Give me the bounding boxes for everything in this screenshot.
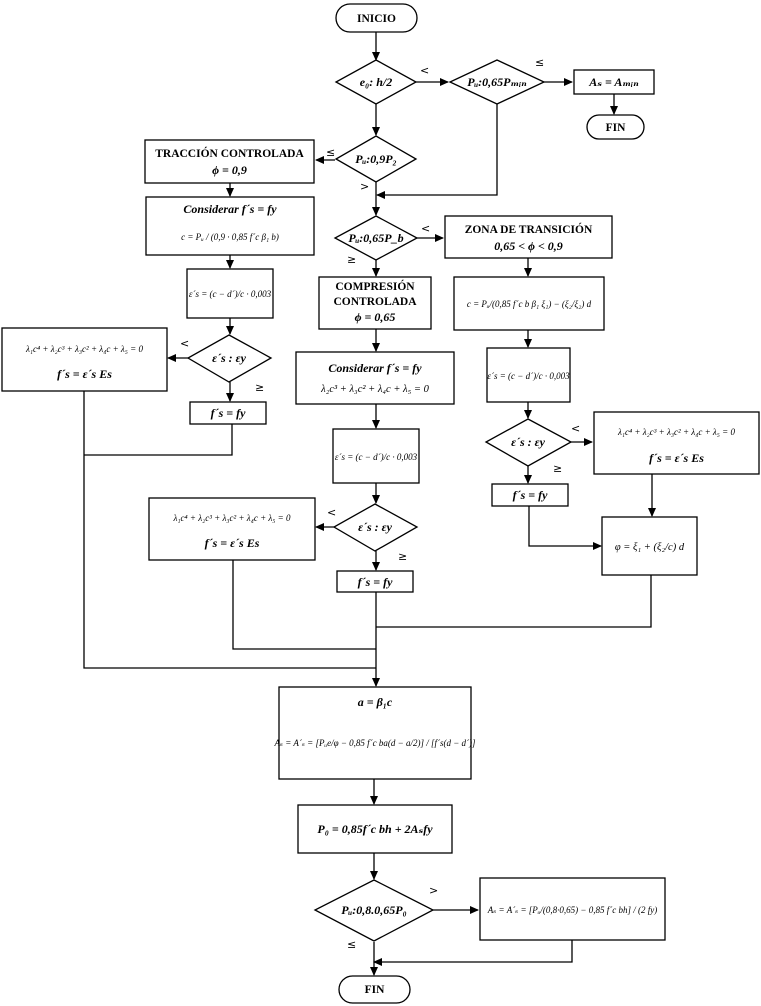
mid-consider-label: Considerar f´s = fy bbox=[328, 361, 422, 375]
decision-left-eps: ε´s : εy bbox=[186, 334, 273, 383]
as-main-formula: Aₛ = A´ₛ = [Pᵤe/φ − 0,85 f´c ba(d − a/2)… bbox=[273, 738, 476, 748]
process-as-main: a = β₁c Aₛ = A´ₛ = [Pᵤe/φ − 0,85 f´c ba(… bbox=[273, 686, 476, 780]
process-transicion: ZONA DE TRANSICIÓN 0,65 < ϕ < 0,9 bbox=[444, 215, 613, 259]
end-node-bottom: FIN bbox=[338, 975, 411, 1004]
right-quartic: λ₁c⁴ + λ₂c³ + λ₃c² + λ₄c + λ₅ = 0 bbox=[617, 427, 736, 437]
label-mid-ge: ≥ bbox=[398, 550, 407, 563]
po-formula: P₀ = 0,85f´c bh + 2Aₛfy bbox=[317, 822, 433, 836]
process-traccion: TRACCIÓN CONTROLADA ϕ = 0,9 bbox=[144, 139, 315, 184]
mid-quartic: λ₁c⁴ + λ₂c³ + λ₃c² + λ₄c + λ₅ = 0 bbox=[172, 513, 291, 523]
left-eps-formula: ε´s = (c − d´)/c · 0,003 bbox=[189, 289, 272, 299]
traccion-phi: ϕ = 0,9 bbox=[212, 163, 247, 177]
start-node: INICIO bbox=[335, 3, 418, 33]
right-fs-fy: f´s = fy bbox=[513, 488, 548, 502]
process-as-final: Aₛ = A´ₛ = [Pᵤ/(0,8·0,65) − 0,85 f´c bh]… bbox=[479, 877, 666, 941]
decision-mid-eps: ε´s : εy bbox=[332, 503, 419, 552]
process-as-amin: Aₛ = Aₘᵢₙ bbox=[573, 69, 655, 95]
decision-pu-p2-label: Pᵤ:0,9P₂ bbox=[355, 152, 396, 166]
left-c-formula: c = Pᵤ / (0,9 · 0,85 f´c β₁ b) bbox=[181, 232, 279, 242]
edge-pmin-join bbox=[376, 104, 498, 199]
label-p2-gt: > bbox=[360, 180, 369, 193]
process-mid-fy: f´s = fy bbox=[336, 570, 414, 593]
edges bbox=[83, 32, 656, 976]
decision-pu-pb-label: Pᵤ:0,65P_b bbox=[348, 231, 403, 245]
decision-eo: e₀: h/2 bbox=[334, 59, 418, 105]
label-pmin-le: ≤ bbox=[535, 56, 544, 69]
mid-fs-fy: f´s = fy bbox=[358, 575, 393, 589]
decision-eo-label: e₀: h/2 bbox=[360, 75, 393, 89]
compresion-line1: COMPRESIÓN bbox=[335, 279, 415, 293]
label-left-ge: ≥ bbox=[255, 381, 264, 394]
label-po-le: ≤ bbox=[347, 938, 356, 951]
compresion-line2: CONTROLADA bbox=[333, 296, 417, 308]
decision-pu-p2: Pᵤ:0,9P₂ bbox=[334, 135, 418, 183]
edge-phi-join bbox=[376, 575, 652, 628]
as-amin-label: Aₛ = Aₘᵢₙ bbox=[588, 75, 639, 89]
decision-left-eps-label: ε´s : εy bbox=[212, 351, 247, 365]
left-quartic: λ₁c⁴ + λ₂c³ + λ₃c² + λ₄c + λ₅ = 0 bbox=[25, 344, 144, 354]
label-eo-lt: < bbox=[420, 64, 429, 77]
label-mid-lt: < bbox=[327, 506, 336, 519]
mid-fs-eps: f´s = ε´s Es bbox=[205, 536, 260, 550]
decision-right-eps: ε´s : εy bbox=[484, 418, 573, 467]
process-po: P₀ = 0,85f´c bh + 2Aₛfy bbox=[297, 804, 453, 854]
label-right-ge: ≥ bbox=[553, 462, 562, 475]
transicion-title: ZONA DE TRANSICIÓN bbox=[465, 222, 593, 236]
left-fs-eps: f´s = ε´s Es bbox=[57, 367, 112, 381]
a-formula: a = β₁c bbox=[358, 695, 393, 709]
label-pb-ge: ≥ bbox=[347, 253, 356, 266]
compresion-phi: ϕ = 0,65 bbox=[355, 310, 396, 324]
process-right-c: c = Pᵤ/(0,85 f´c b β₁ ξ₁) − (ξ₂/ξ₂) d bbox=[453, 276, 605, 331]
process-left-fy: f´s = fy bbox=[189, 401, 267, 425]
decision-pu-pb: Pᵤ:0,65P_b bbox=[333, 215, 419, 261]
process-right-phi: φ = ξ₁ + (ξ₂/c) d bbox=[601, 516, 698, 576]
process-compresion: COMPRESIÓN CONTROLADA ϕ = 0,65 bbox=[318, 276, 432, 330]
label-p2-le: ≤ bbox=[326, 146, 335, 159]
right-c-formula: c = Pᵤ/(0,85 f´c b β₁ ξ₁) − (ξ₂/ξ₂) d bbox=[467, 299, 592, 309]
right-eps-formula: ε´s = (c − d´)/c · 0,003 bbox=[487, 371, 570, 381]
process-mid-quartic: λ₁c⁴ + λ₂c³ + λ₃c² + λ₄c + λ₅ = 0 f´s = … bbox=[148, 497, 316, 561]
process-right-quartic: λ₁c⁴ + λ₂c³ + λ₃c² + λ₄c + λ₅ = 0 f´s = … bbox=[593, 411, 760, 475]
decision-pu-pmin-label: Pᵤ:0,65Pₘᵢₙ bbox=[467, 75, 527, 89]
process-right-fy: f´s = fy bbox=[491, 483, 569, 507]
decision-pu-po: Pᵤ:0,8.0,65P₀ bbox=[313, 879, 435, 942]
process-mid-consider: Considerar f´s = fy λ₂c³ + λ₃c² + λ₄c + … bbox=[295, 351, 455, 405]
edge-quartic-left-join bbox=[83, 391, 376, 669]
fin-bottom-label: FIN bbox=[365, 984, 386, 996]
edge-fy-right-phi bbox=[528, 506, 602, 550]
process-left-eps: ε´s = (c − d´)/c · 0,003 bbox=[186, 268, 274, 319]
process-right-eps: ε´s = (c − d´)/c · 0,003 bbox=[486, 347, 571, 403]
decision-pu-pmin: Pᵤ:0,65Pₘᵢₙ bbox=[448, 59, 546, 105]
mid-eps-formula: ε´s = (c − d´)/c · 0,003 bbox=[335, 452, 418, 462]
fin-top-label: FIN bbox=[606, 122, 627, 134]
left-fs-fy: f´s = fy bbox=[211, 406, 246, 420]
left-consider-label: Considerar f´s = fy bbox=[183, 202, 277, 216]
right-fs-eps: f´s = ε´s Es bbox=[649, 451, 704, 465]
decision-mid-eps-label: ε´s : εy bbox=[358, 520, 393, 534]
decision-right-eps-label: ε´s : εy bbox=[511, 435, 546, 449]
right-phi-formula: φ = ξ₁ + (ξ₂/c) d bbox=[615, 542, 685, 553]
label-left-lt: < bbox=[180, 337, 189, 350]
process-left-quartic: λ₁c⁴ + λ₂c³ + λ₃c² + λ₄c + λ₅ = 0 f´s = … bbox=[1, 327, 168, 392]
decision-pu-po-label: Pᵤ:0,8.0,65P₀ bbox=[341, 903, 406, 917]
label-po-gt: > bbox=[429, 884, 438, 897]
traccion-title: TRACCIÓN CONTROLADA bbox=[155, 146, 304, 160]
end-node-top: FIN bbox=[586, 114, 645, 140]
mid-cubic: λ₂c³ + λ₃c² + λ₄c + λ₅ = 0 bbox=[320, 384, 429, 395]
process-left-consider: Considerar f´s = fy c = Pᵤ / (0,9 · 0,85… bbox=[145, 196, 315, 256]
label-right-lt: < bbox=[571, 422, 580, 435]
edge-labels: < ≤ ≤ > < ≥ < ≥ < ≥ < ≥ > ≤ bbox=[180, 56, 580, 951]
edge-asfinal-join bbox=[373, 940, 573, 966]
start-label: INICIO bbox=[357, 13, 396, 25]
as-final-formula: Aₛ = A´ₛ = [Pᵤ/(0,8·0,65) − 0,85 f´c bh]… bbox=[487, 905, 657, 915]
edge-quartic-mid-join bbox=[232, 560, 376, 650]
edge-fy-left-join bbox=[84, 424, 233, 456]
transicion-phi: 0,65 < ϕ < 0,9 bbox=[494, 239, 563, 253]
label-pb-lt: < bbox=[421, 222, 430, 235]
process-mid-eps: ε´s = (c − d´)/c · 0,003 bbox=[332, 428, 420, 484]
